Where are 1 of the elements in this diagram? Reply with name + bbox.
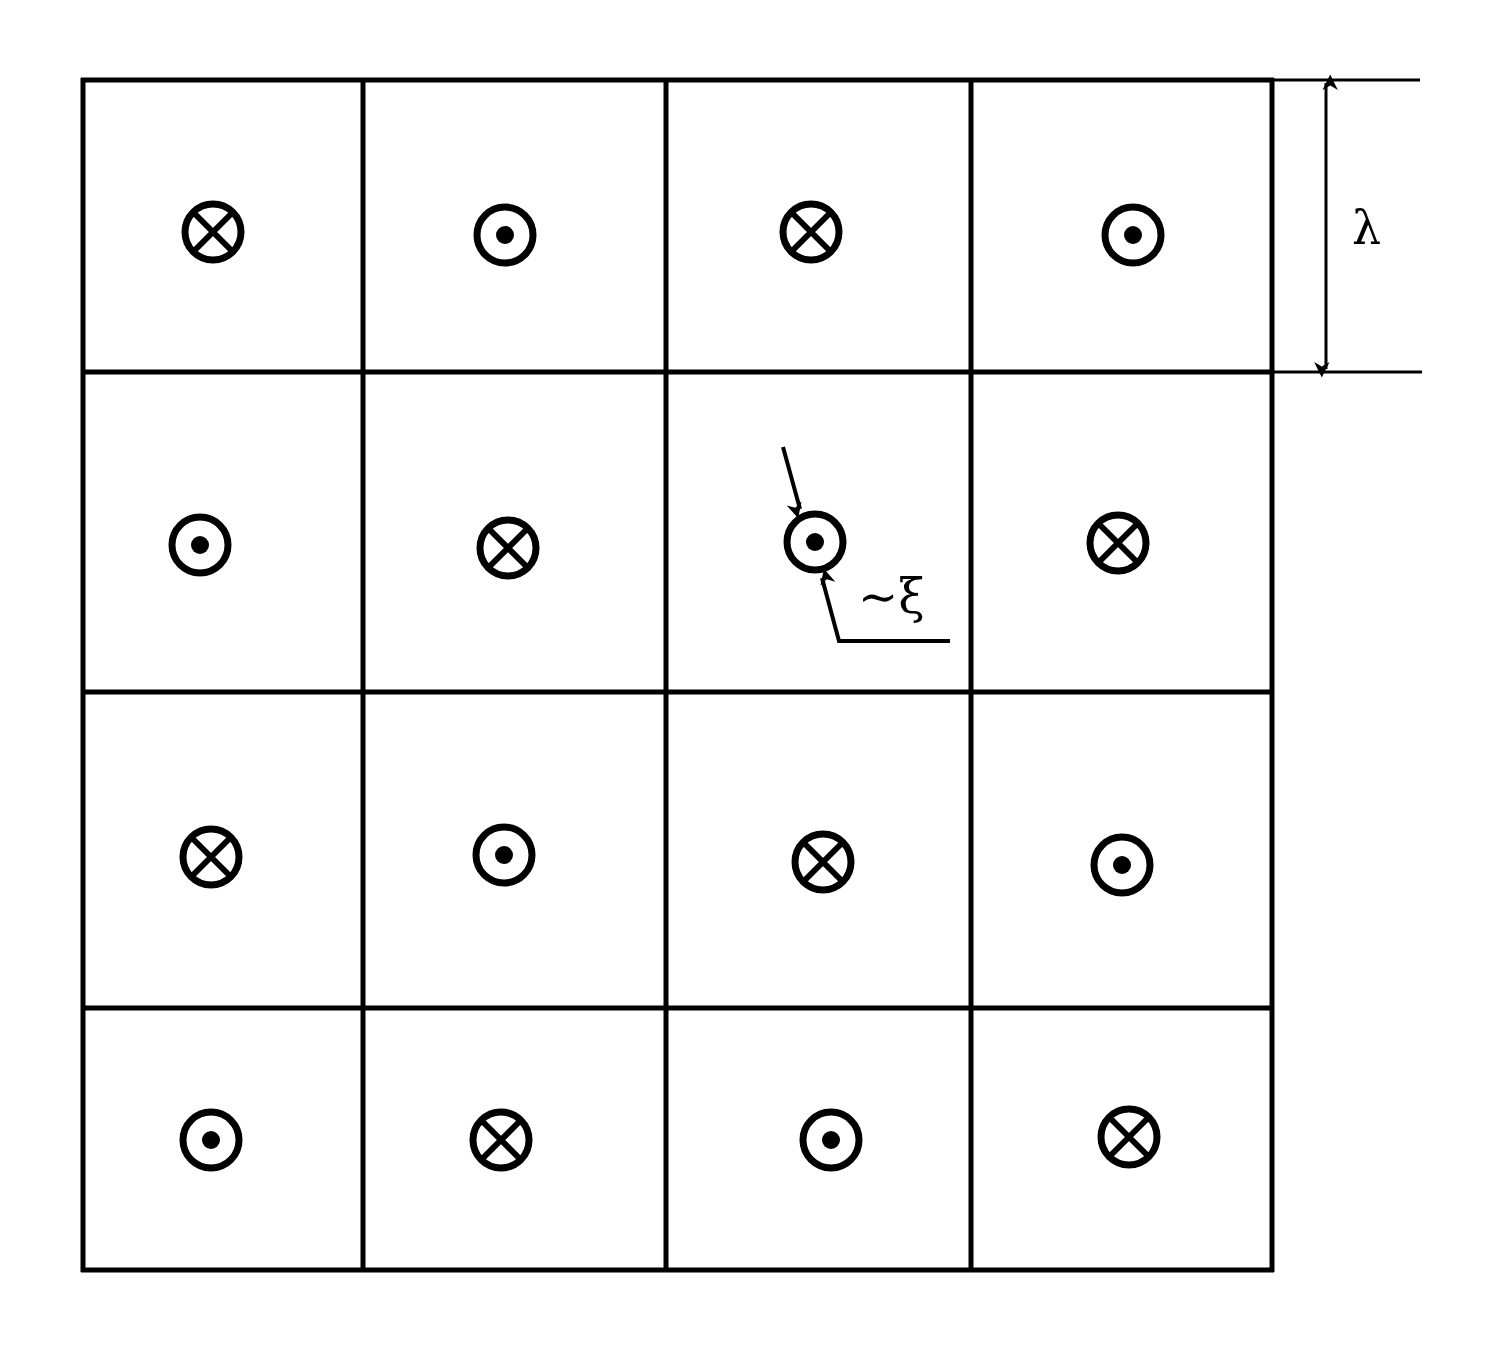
dimension-label: λ [1352,205,1382,251]
